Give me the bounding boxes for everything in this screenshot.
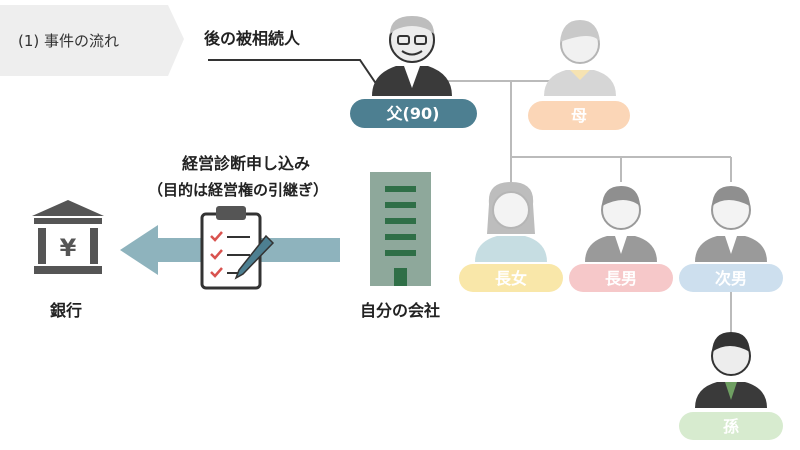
application-purpose: （目的は経営権の引継ぎ） [148,181,328,199]
successor-note-pointer [208,59,382,92]
eldest-daughter-badge [459,264,563,292]
company-group: 自分の会社 [360,172,440,320]
grandson-badge [679,412,783,440]
application-title: 経営診断申し込み [182,154,310,173]
grandson-figure: 孫 [679,332,783,440]
eldest-son-badge [569,264,673,292]
bank-label: 銀行 [50,301,82,320]
eldest-daughter-label: 長女 [495,269,527,288]
second-son-label: 次男 [715,269,747,288]
successor-note: 後の被相続人 [204,29,301,48]
person-icon [372,16,452,96]
yen-symbol: ¥ [60,234,77,262]
eldest-son-label: 長男 [605,269,637,288]
second-son-figure: 次男 [679,186,783,292]
bank-icon: ¥ [32,200,104,274]
person-icon [475,182,547,262]
mother-badge [528,101,630,130]
person-icon [695,332,767,408]
second-son-badge [679,264,783,292]
pen-icon [234,234,275,280]
eldest-daughter-figure: 長女 [459,182,563,292]
section-label: (1) 事件の流れ [18,32,119,50]
company-label: 自分の会社 [360,301,440,320]
grandson-label: 孫 [723,417,739,436]
section-header-tab: (1) 事件の流れ [0,5,184,76]
father-label: 父(90) [386,104,440,123]
person-icon [585,186,657,262]
clipboard-checklist-icon [200,206,262,290]
person-icon [544,20,616,96]
mother-figure: 母 [528,20,630,130]
father-figure: 父(90) [350,16,477,128]
family-tree-lines [445,80,732,332]
mother-label: 母 [571,106,587,125]
bank-group: ¥ 銀行 [32,200,104,320]
person-icon [695,186,767,262]
eldest-son-figure: 長男 [569,186,673,292]
building-icon [370,172,431,286]
father-badge [350,99,477,128]
